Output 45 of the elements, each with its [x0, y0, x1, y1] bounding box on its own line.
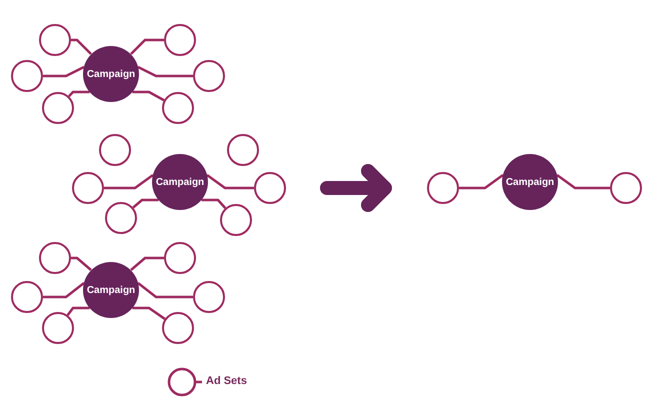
ad-set-circle: [164, 24, 196, 56]
ad-set-circle: [162, 312, 194, 344]
ad-set-circle: [227, 134, 259, 166]
connector-line: [132, 306, 166, 320]
connector-line: [206, 174, 254, 190]
connector-line: [71, 256, 92, 271]
ad-set-circle: [164, 242, 196, 274]
connector-line: [66, 306, 90, 316]
connector-line: [43, 66, 85, 78]
connector-line: [137, 282, 193, 298]
campaign-circle: [83, 262, 139, 318]
connector-line: [43, 282, 85, 298]
legend-label: Ad Sets: [206, 375, 247, 387]
ad-set-circle: [220, 204, 252, 236]
connector-line: [130, 256, 164, 271]
ad-set-circle: [39, 242, 71, 274]
connector-line: [459, 174, 504, 190]
connector-line: [132, 90, 165, 102]
ad-set-circle: [39, 24, 71, 56]
connector-line: [104, 174, 154, 190]
ad-set-circle: [610, 172, 642, 204]
ad-set-circle: [427, 172, 459, 204]
ad-set-circle: [42, 92, 74, 124]
ad-set-circle: [193, 60, 225, 92]
connector-line: [71, 38, 92, 55]
ad-set-circle: [193, 281, 225, 313]
ad-set-circle: [254, 172, 286, 204]
connector-line: [556, 174, 610, 190]
node-label: Campaign: [86, 284, 136, 296]
ad-set-circle: [42, 312, 74, 344]
connector-line: [130, 38, 164, 55]
node-label: Campaign: [506, 176, 554, 188]
connector-line: [132, 198, 159, 209]
node-label: Campaign: [156, 176, 204, 188]
ad-set-circle: [72, 172, 104, 204]
connector-line: [201, 198, 226, 209]
node-label: Campaign: [86, 68, 136, 80]
ad-set-circle: [11, 281, 43, 313]
ad-set-circle: [99, 134, 131, 166]
ad-set-circle: [105, 202, 137, 234]
connector-line: [68, 90, 90, 98]
connector-line: [137, 66, 193, 78]
ad-set-circle: [11, 60, 43, 92]
ad-set-circle: [162, 92, 194, 124]
campaign-circle: [83, 46, 139, 102]
